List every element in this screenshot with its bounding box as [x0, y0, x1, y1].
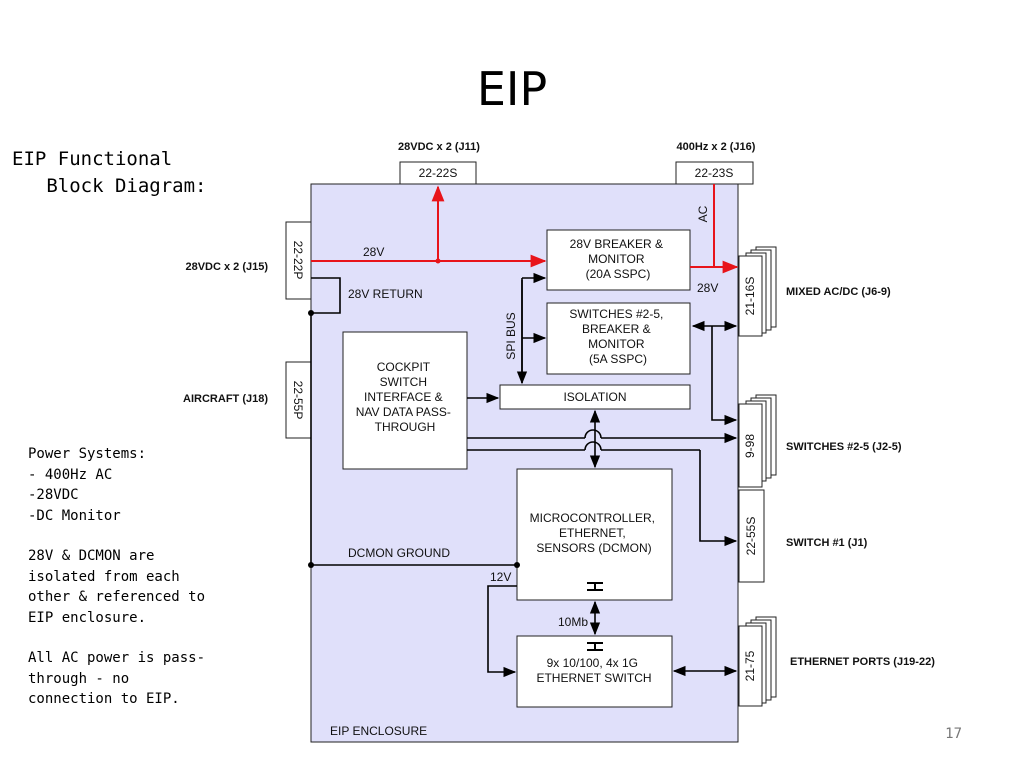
j11-title: 28VDC x 2 (J11) — [398, 141, 480, 153]
j1-part: 22-55S — [744, 517, 758, 556]
isolation-symbol-lower — [587, 642, 603, 651]
slide-title: EIP — [476, 62, 548, 116]
ethernet-switch-line-1: 9x 10/100, 4x 1G — [547, 656, 638, 670]
j15-part: 22-22P — [291, 241, 305, 280]
junction-return — [308, 310, 314, 316]
ethernet-switch-line-2: ETHERNET SWITCH — [536, 671, 651, 685]
j11-connector — [399, 161, 477, 185]
notes-panel: Power Systems: - 400Hz AC -28VDC -DC Mon… — [28, 444, 258, 730]
label-ac: AC — [696, 205, 710, 222]
label-28v-return: 28V RETURN — [348, 287, 423, 301]
cockpit-line-1: COCKPIT — [377, 360, 431, 374]
svg-text:COCKPIT SWITCH INTERFA: COCKPIT SWITCH INTERFACE & NAV DATA PASS… — [356, 360, 454, 434]
breaker-28v-line-1: 28V BREAKER & — [570, 237, 663, 251]
microcontroller-line-3: SENSORS (DCMON) — [536, 541, 651, 555]
j19-22-part: 21-75 — [743, 650, 757, 681]
page-number: 17 — [945, 726, 962, 742]
breaker-28v-block — [546, 229, 691, 291]
power-lines — [311, 184, 739, 274]
j1-connector — [738, 489, 765, 583]
cockpit-block — [342, 331, 468, 470]
label-28v-out: 28V — [697, 281, 718, 295]
cockpit-line-4: NAV DATA PASS- — [356, 405, 451, 419]
microcontroller-block — [516, 468, 673, 601]
isolation-symbol-upper — [587, 582, 603, 591]
j6-9-label: MIXED AC/DC (J6-9) — [786, 286, 891, 298]
switches-breaker-line-4: (5A SSPC) — [589, 352, 647, 366]
breaker-28v-line-3: (20A SSPC) — [586, 267, 651, 281]
j16-part: 22-23S — [695, 166, 734, 180]
j16-title: 400Hz x 2 (J16) — [677, 141, 756, 153]
j15-connector — [285, 221, 312, 300]
j2-5-connector: 9-98 — [738, 394, 777, 488]
j18-connector — [285, 361, 312, 439]
enclosure-label: EIP ENCLOSURE — [330, 724, 427, 738]
junction-dcmon — [308, 562, 314, 568]
j6-9-part: 21-16S — [743, 277, 757, 316]
j2-5-label: SWITCHES #2-5 (J2-5) — [786, 441, 902, 453]
j18-part: 22-55P — [291, 381, 305, 420]
note-isolation: 28V & DCMON are isolated from each other… — [28, 548, 206, 626]
junction-dcmon-micro — [514, 562, 520, 568]
diagram-heading: EIP Functional Block Diagram: — [12, 148, 207, 197]
j2-5-part: 9-98 — [743, 434, 757, 458]
j11-part: 22-22S — [419, 166, 458, 180]
isolation-block — [499, 384, 691, 410]
microcontroller-line-1: MICROCONTROLLER, — [530, 511, 655, 525]
switches-breaker-line-1: SWITCHES #2-5, — [569, 307, 663, 321]
switches-breaker-block — [546, 302, 691, 375]
svg-text:SWITCHES #2-5, BREAKER &: SWITCHES #2-5, BREAKER & MONITOR (5A SSP… — [569, 307, 666, 366]
j19-22-connector: 21-75 — [738, 616, 777, 707]
svg-text:MICROCONTROLLER, ETHERNET,: MICROCONTROLLER, ETHERNET, SENSORS (DCMO… — [530, 511, 659, 555]
note-ac-passthrough: All AC power is pass- through - no conne… — [28, 650, 206, 707]
label-28v-in: 28V — [363, 245, 384, 259]
junction-28v — [435, 258, 441, 264]
label-spi-bus: SPI BUS — [504, 312, 518, 359]
j18-label: AIRCRAFT (J18) — [183, 393, 268, 405]
svg-text:9x 10/100, 4x 1G ETHERNET: 9x 10/100, 4x 1G ETHERNET SWITCH — [536, 656, 651, 685]
cockpit-line-5: THROUGH — [375, 420, 436, 434]
j19-22-label: ETHERNET PORTS (J19-22) — [790, 656, 935, 668]
j15-label: 28VDC x 2 (J15) — [185, 261, 268, 273]
j6-9-connector: 21-16S — [738, 246, 777, 337]
label-dcmon-ground: DCMON GROUND — [348, 546, 450, 560]
cockpit-line-2: SWITCH — [380, 375, 427, 389]
microcontroller-line-2: ETHERNET, — [559, 526, 626, 540]
isolation-label: ISOLATION — [563, 390, 626, 404]
breaker-28v-line-2: MONITOR — [588, 252, 645, 266]
switches-breaker-line-2: BREAKER & — [582, 322, 651, 336]
svg-text:28V BREAKER & MONITOR: 28V BREAKER & MONITOR (20A SSPC) — [570, 237, 667, 281]
j1-label: SWITCH #1 (J1) — [786, 537, 868, 549]
label-12v: 12V — [490, 570, 511, 584]
cockpit-line-3: INTERFACE & — [364, 390, 443, 404]
note-power-systems: Power Systems: - 400Hz AC -28VDC -DC Mon… — [28, 446, 147, 524]
label-10mb: 10Mb — [558, 615, 588, 629]
switches-breaker-line-3: MONITOR — [588, 337, 645, 351]
signal-lines — [310, 272, 738, 678]
